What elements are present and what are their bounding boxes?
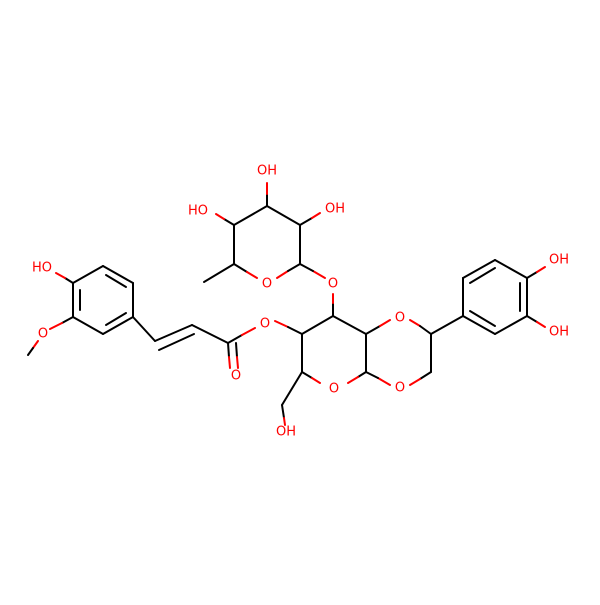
ferulic-ring (72, 265, 134, 335)
bond (235, 342, 238, 358)
bond (154, 324, 193, 342)
bond (419, 325, 432, 335)
propenoate-chain (132, 316, 229, 351)
bond (347, 376, 359, 384)
bond (377, 377, 391, 386)
catechol-ring (462, 259, 528, 335)
bond (332, 315, 367, 335)
atom-label-ho-ferulic: HO (32, 261, 52, 276)
bond (281, 404, 285, 419)
bond (233, 205, 268, 226)
bond (158, 333, 195, 351)
bond (61, 316, 74, 324)
bond (419, 371, 432, 380)
bond (266, 205, 301, 226)
atom-label-o-pyran-ring: O (329, 382, 339, 397)
bond (102, 265, 134, 284)
atom-label-o-rha-ring: O (262, 277, 272, 292)
bond (236, 356, 239, 369)
bond (287, 326, 303, 335)
bond (526, 315, 538, 323)
bond (55, 272, 66, 279)
bond (494, 259, 528, 279)
bond (72, 316, 104, 335)
bond (462, 259, 496, 279)
bond (469, 267, 496, 284)
bond (287, 263, 301, 272)
bond (132, 316, 156, 342)
bond (191, 324, 229, 344)
atom-label-o-glycosidic: O (328, 277, 338, 292)
bond (283, 417, 286, 426)
bond (228, 356, 231, 369)
bond (215, 213, 225, 220)
atom-label-o-dioxane-bottom: O (395, 381, 405, 396)
atom-label-o-ester: O (260, 317, 270, 332)
bond (227, 334, 243, 344)
bond (203, 263, 235, 283)
bond (301, 315, 334, 335)
bond (102, 316, 134, 335)
bond (536, 321, 546, 328)
bond (357, 371, 367, 378)
atom-label-oh-rha-2: OH (325, 202, 345, 217)
atom-label-ho-rha-4: HO (188, 204, 208, 219)
pyran-ring (301, 315, 367, 373)
bond (536, 266, 546, 273)
rhamnose-ring (233, 205, 301, 265)
bond (365, 371, 379, 379)
bond (469, 310, 496, 327)
bond (227, 342, 230, 358)
bond (241, 327, 256, 336)
bond (281, 371, 303, 406)
bond (301, 371, 313, 379)
bond (430, 315, 464, 335)
bond (274, 320, 289, 328)
bond (409, 378, 421, 386)
bond (409, 319, 421, 327)
bond (27, 347, 34, 356)
bond (526, 271, 538, 279)
atom-label-oh-catechol-top: OH (549, 253, 569, 268)
bond (299, 217, 313, 226)
bond (72, 265, 104, 284)
bond (311, 212, 321, 219)
atom-label-o-carbonyl: O (231, 369, 241, 384)
atom-label-o-methoxy: O (38, 327, 48, 342)
bond (379, 319, 391, 327)
atom-label-o-dioxane-top: O (395, 311, 405, 326)
bond (462, 315, 496, 335)
atom-label-oh-catechol-bottom: OH (549, 325, 569, 340)
bond (105, 312, 127, 326)
bond (49, 322, 63, 330)
bond (365, 325, 381, 335)
atom-label-oh-hydroxymethyl: OH (276, 425, 296, 440)
bond (311, 377, 321, 384)
bond (223, 218, 235, 226)
atom-label-oh-rha-3: OH (257, 164, 277, 179)
bond (233, 263, 248, 273)
bond (64, 277, 74, 284)
bond (246, 271, 258, 279)
bond (299, 263, 314, 272)
bond (32, 340, 39, 349)
bond (494, 315, 528, 335)
bond (276, 270, 289, 279)
bond (105, 274, 127, 288)
bond (312, 270, 326, 279)
